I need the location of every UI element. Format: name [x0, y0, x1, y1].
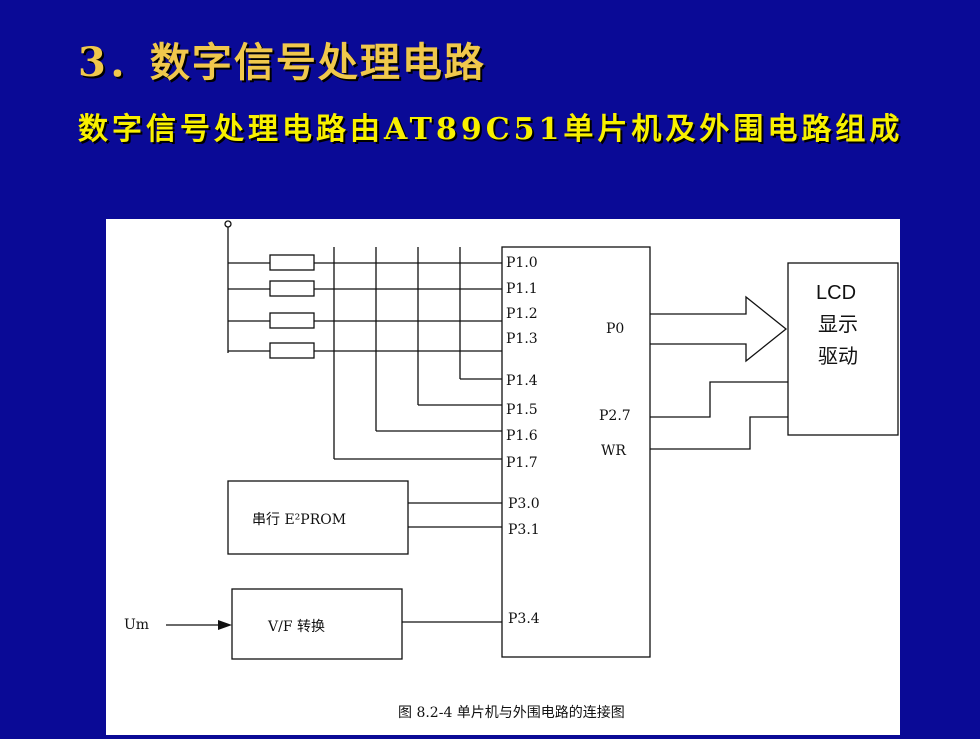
- resistor-3: [269, 312, 315, 329]
- lcd-label: 驱动: [818, 344, 858, 368]
- pin-label: P3.4: [508, 611, 540, 627]
- pin-label: P1.6: [506, 428, 538, 444]
- pin-label: WR: [601, 443, 626, 459]
- resistor-4: [269, 342, 315, 359]
- eeprom-block: [227, 480, 409, 555]
- pin-label: P1.1: [506, 281, 538, 297]
- vf-label: V/F 转换: [267, 618, 325, 635]
- input-arrowhead: [218, 620, 232, 630]
- pin-label: P1.5: [506, 402, 538, 418]
- figure-caption: 图 8.2-4 单片机与外围电路的连接图: [398, 704, 625, 721]
- slide-title: 3．数字信号处理电路: [78, 39, 486, 86]
- lcd-label: LCD: [816, 282, 856, 304]
- vcc-node: [224, 220, 232, 228]
- pin-label: P3.0: [508, 496, 540, 512]
- pin-label: P3.1: [508, 522, 540, 538]
- circuit-diagram: P1.0 P1.1 P1.2 P1.3 P1.4 P1.5 P1.6 P1.7 …: [106, 219, 900, 735]
- vf-block: [231, 588, 403, 660]
- pin-label: P0: [606, 321, 624, 337]
- p0-bus-arrow: [650, 295, 788, 363]
- mcu-block: [501, 246, 651, 658]
- resistor-2: [269, 280, 315, 297]
- slide-subtitle: 数字信号处理电路由AT89C51单片机及外围电路组成: [78, 112, 904, 147]
- input-label: Um: [124, 617, 149, 633]
- lcd-driver-block: [787, 262, 899, 436]
- pin-label: P1.3: [506, 331, 538, 347]
- pin-label: P2.7: [599, 408, 631, 424]
- circuit-svg: P1.0 P1.1 P1.2 P1.3 P1.4 P1.5 P1.6 P1.7 …: [124, 220, 899, 721]
- lcd-label: 显示: [818, 312, 858, 336]
- pin-label: P1.4: [506, 373, 538, 389]
- pin-label: P1.0: [506, 255, 538, 271]
- pin-label: P1.2: [506, 306, 538, 322]
- resistor-1: [269, 254, 315, 271]
- pin-label: P1.7: [506, 455, 538, 471]
- eeprom-label: 串行 E²PROM: [252, 512, 346, 528]
